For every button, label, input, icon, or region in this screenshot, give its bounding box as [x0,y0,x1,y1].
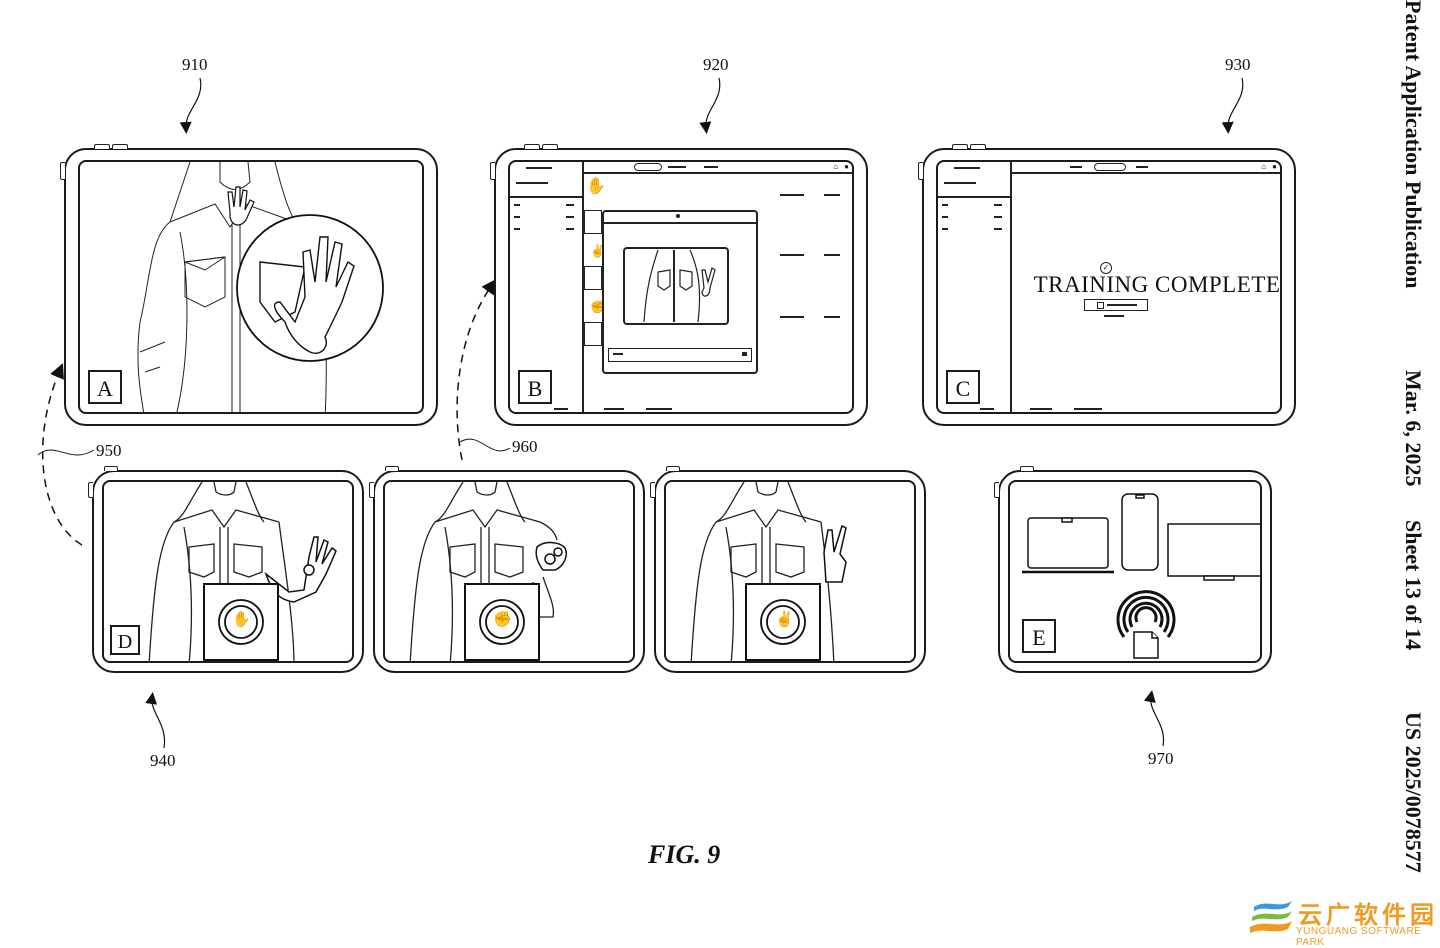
gesture-hand-icon: ✋ [586,178,606,195]
sidebar-item[interactable] [942,228,948,230]
ref-930: 930 [1225,55,1251,74]
panel-label-a: A [88,370,122,404]
gesture-fist-icon: ✊ [590,300,605,314]
device-panel-e: E [994,466,1272,673]
leader-970 [1144,690,1165,747]
ref-940: 940 [150,751,176,770]
settings-icon[interactable]: ● [844,162,849,171]
continue-button[interactable] [1084,299,1148,311]
leader-940 [145,692,166,749]
gesture-thumbnail[interactable] [584,210,602,234]
leader-920 [699,77,721,134]
ref-960: 960 [512,437,538,456]
peace-sign-icon: ✌ [775,612,794,628]
laptop-icon [1022,517,1114,574]
gesture-peace-icon: ✌ [590,244,605,258]
raised-fist [535,541,567,571]
panel-label-e: E [1022,619,1056,653]
tab[interactable] [668,166,686,168]
ref-920: 920 [703,55,729,74]
modal-action-icon[interactable] [742,352,747,356]
tab-pill-active[interactable] [634,163,662,171]
sidebar-item[interactable] [942,204,948,206]
sidebar [938,162,1012,412]
leader-950 [37,449,95,456]
sidebar [510,162,584,412]
gesture-target-frame [745,583,821,661]
magnified-hand-icon [259,236,355,354]
sidebar-item[interactable] [942,216,948,218]
document-icon [1133,631,1159,659]
watermark-cn: 云广软件园 [1298,901,1438,929]
gesture-thumbnail[interactable] [584,322,602,346]
watermark-logo-icon [1250,901,1292,933]
panel-label-c: C [946,370,980,404]
fist-icon: ✊ [493,612,512,628]
top-bar: ⌂ ● [1010,162,1280,174]
leader-960 [459,438,511,452]
hand-palm-icon: ✋ [232,612,251,628]
person-open-palm-frame [148,482,337,661]
screen-e: E [1008,480,1262,663]
flow-arrow-960 [456,278,497,461]
device-panel-a: A [60,144,438,426]
device-panel-d-frame-2: ✊ [369,466,645,673]
person-fist-frame [409,482,567,661]
panel-label-b: B [518,370,552,404]
top-bar: ⌂ ● [582,162,852,174]
small-hand-icon [227,186,255,226]
sidebar-item[interactable] [514,204,520,206]
device-panel-d-frame-1: ✋ D [88,466,364,673]
device-panel-c: ⌂ ● ✓ TRAINING COMPLETE C [918,144,1296,426]
share-icon[interactable]: ⌂ [1261,162,1266,171]
training-complete-message: TRAINING COMPLETE [1033,272,1281,297]
person-peace-sign-preview [623,247,729,325]
screen-d1: ✋ D [102,480,354,663]
share-icon[interactable]: ⌂ [833,162,838,171]
modal-camera-dot [676,214,680,218]
leader-910 [179,77,202,134]
figure-caption: FIG. 9 [648,840,721,869]
settings-icon[interactable]: ● [1272,162,1277,171]
screen-c: ⌂ ● ✓ TRAINING COMPLETE C [936,160,1282,414]
person-open-palm-illustration [137,162,384,412]
modal-action-bar[interactable] [608,348,752,362]
tab-pill-active[interactable] [1094,163,1126,171]
phone-icon [1121,493,1159,571]
tab[interactable] [1070,166,1082,168]
tab[interactable] [1136,166,1148,168]
device-panel-b: ⌂ ● ✋ ✌ ✊ [490,144,868,426]
ref-950: 950 [96,441,122,460]
broadcast-icon [1116,590,1176,638]
screen-a: A [78,160,424,414]
ref-910: 910 [182,55,208,74]
leader-930 [1221,77,1244,134]
watermark-en: YUNGUANG SOFTWARE PARK [1296,926,1422,948]
device-panel-d-frame-3: ✌ [650,466,926,673]
device-sharing-illustration [1022,493,1260,659]
sidebar-item[interactable] [514,216,520,218]
gesture-thumbnail[interactable] [584,266,602,290]
ref-970: 970 [1148,749,1174,768]
flow-arrow-950 [41,363,83,546]
screen-d2: ✊ [383,480,635,663]
raised-peace-sign [823,524,847,583]
sidebar-item[interactable] [514,228,520,230]
person-peace-sign-frame [690,482,847,661]
checkmark-icon: ✓ [1100,262,1112,274]
monitor-icon [1167,523,1260,581]
screen-d3: ✌ [664,480,916,663]
watermark: 云广软件园 YUNGUANG SOFTWARE PARK [1246,893,1440,948]
screen-b: ⌂ ● ✋ ✌ ✊ [508,160,854,414]
gesture-preview-modal[interactable] [602,210,758,374]
panel-label-d: D [110,625,140,655]
tab[interactable] [704,166,718,168]
